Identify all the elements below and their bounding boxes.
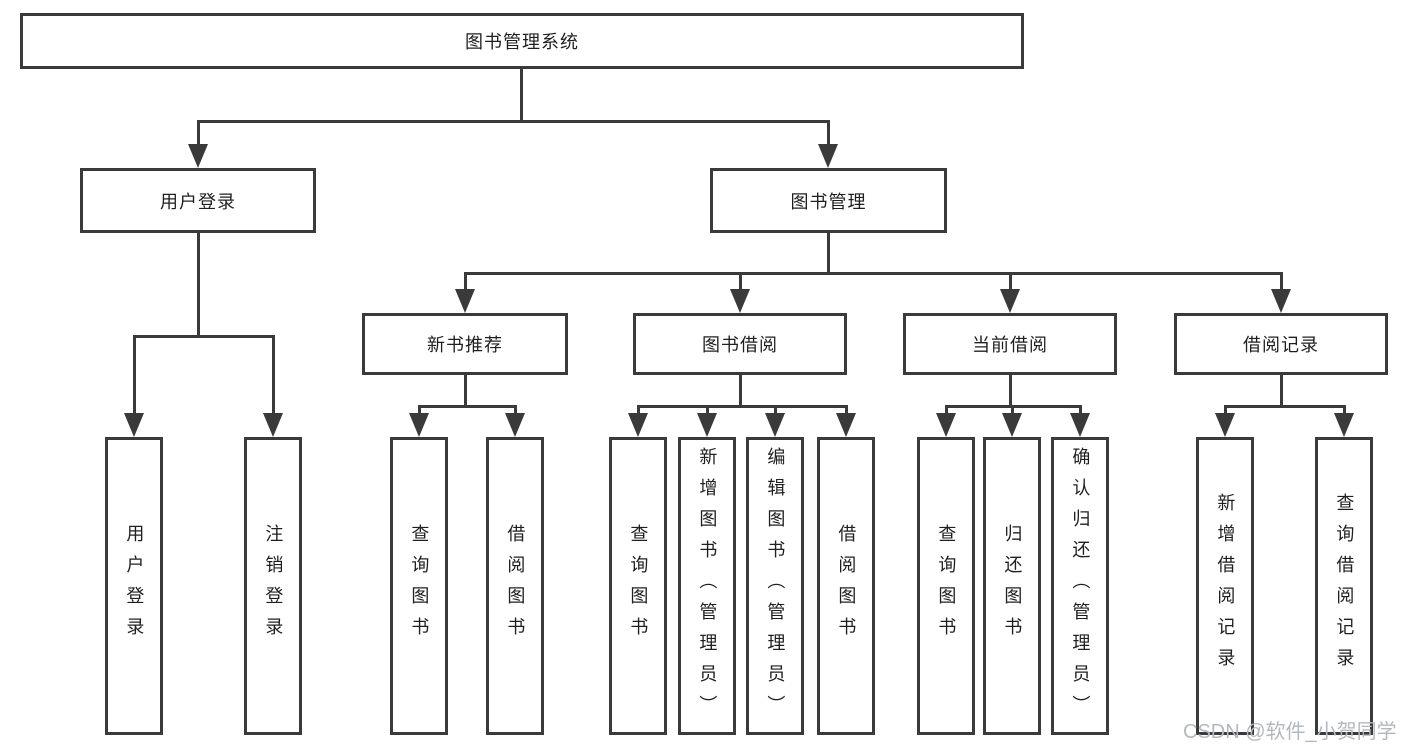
arrow-down-icon bbox=[818, 144, 838, 168]
node-book-borrow: 图书借阅 bbox=[633, 313, 847, 375]
leaf-query-books-borrow: 查询图书 bbox=[609, 437, 667, 735]
arrow-down-icon bbox=[263, 413, 283, 437]
connector-hline bbox=[133, 335, 275, 338]
leaf-label: 查询图书 bbox=[936, 524, 957, 648]
leaf-label: 注销登录 bbox=[263, 524, 284, 648]
connector-vline bbox=[1280, 375, 1283, 408]
connector-hline bbox=[464, 272, 1282, 275]
leaf-label: 新增借阅记录 bbox=[1215, 493, 1236, 679]
connector-hline bbox=[1224, 405, 1346, 408]
node-book-management: 图书管理 bbox=[710, 168, 947, 233]
arrow-down-icon bbox=[730, 289, 750, 313]
leaf-label: 借阅图书 bbox=[836, 524, 857, 648]
leaf-query-books-recommend: 查询图书 bbox=[390, 437, 448, 735]
leaf-label: 查询借阅记录 bbox=[1334, 493, 1355, 679]
leaf-label: 查询图书 bbox=[409, 524, 430, 648]
arrow-down-icon bbox=[124, 413, 144, 437]
leaf-return-book: 归还图书 bbox=[983, 437, 1041, 735]
node-borrow-records: 借阅记录 bbox=[1174, 313, 1388, 375]
connector-vline bbox=[774, 405, 777, 415]
connector-vline bbox=[133, 335, 136, 415]
node-current-borrow: 当前借阅 bbox=[903, 313, 1117, 375]
leaf-add-book-admin: 新增图书（管理员） bbox=[678, 437, 736, 735]
arrow-down-icon bbox=[505, 413, 525, 437]
arrow-down-icon bbox=[765, 413, 785, 437]
leaf-label: 新增图书（管理员） bbox=[697, 446, 718, 726]
arrow-down-icon bbox=[1271, 289, 1291, 313]
leaf-label: 用户登录 bbox=[124, 524, 145, 648]
arrow-down-icon bbox=[836, 413, 856, 437]
leaf-label: 查询图书 bbox=[628, 524, 649, 648]
connector-vline bbox=[845, 405, 848, 415]
connector-vline bbox=[1079, 405, 1082, 415]
leaf-query-books-current: 查询图书 bbox=[917, 437, 975, 735]
connector-vline bbox=[827, 233, 830, 275]
leaf-borrow-books: 借阅图书 bbox=[817, 437, 875, 735]
arrow-down-icon bbox=[409, 413, 429, 437]
connector-hline bbox=[637, 405, 848, 408]
leaf-confirm-return-admin: 确认归还（管理员） bbox=[1051, 437, 1109, 735]
arrow-down-icon bbox=[455, 289, 475, 313]
arrow-down-icon bbox=[1070, 413, 1090, 437]
connector-vline bbox=[418, 405, 421, 415]
node-user-login: 用户登录 bbox=[80, 168, 316, 233]
connector-hline bbox=[197, 120, 830, 123]
leaf-query-borrow-record: 查询借阅记录 bbox=[1315, 437, 1373, 735]
connector-vline bbox=[272, 335, 275, 415]
leaf-label: 确认归还（管理员） bbox=[1070, 446, 1091, 726]
connector-vline bbox=[945, 405, 948, 415]
node-new-book-recommend: 新书推荐 bbox=[362, 313, 568, 375]
arrow-down-icon bbox=[1002, 413, 1022, 437]
connector-vline bbox=[1011, 405, 1014, 415]
connector-vline bbox=[464, 375, 467, 408]
connector-vline bbox=[1280, 272, 1283, 291]
leaf-add-borrow-record: 新增借阅记录 bbox=[1196, 437, 1254, 735]
leaf-logout: 注销登录 bbox=[244, 437, 302, 735]
leaf-edit-book-admin: 编辑图书（管理员） bbox=[746, 437, 804, 735]
leaf-user-login: 用户登录 bbox=[105, 437, 163, 735]
connector-vline bbox=[827, 120, 830, 146]
connector-vline bbox=[197, 120, 200, 146]
node-root-library-system: 图书管理系统 bbox=[20, 13, 1024, 69]
connector-vline bbox=[1224, 405, 1227, 415]
connector-vline bbox=[1343, 405, 1346, 415]
connector-vline bbox=[739, 375, 742, 408]
arrow-down-icon bbox=[697, 413, 717, 437]
arrow-down-icon bbox=[1334, 413, 1354, 437]
arrow-down-icon bbox=[628, 413, 648, 437]
leaf-borrow-books-recommend: 借阅图书 bbox=[486, 437, 544, 735]
arrow-down-icon bbox=[188, 144, 208, 168]
connector-vline bbox=[464, 272, 467, 291]
leaf-label: 编辑图书（管理员） bbox=[765, 446, 786, 726]
connector-hline bbox=[418, 405, 517, 408]
leaf-label: 归还图书 bbox=[1002, 524, 1023, 648]
connector-vline bbox=[1009, 375, 1012, 408]
arrow-down-icon bbox=[1215, 413, 1235, 437]
connector-vline bbox=[1009, 272, 1012, 291]
arrow-down-icon bbox=[936, 413, 956, 437]
csdn-watermark: CSDN @软件_小贺同学 bbox=[1183, 721, 1397, 743]
connector-vline bbox=[706, 405, 709, 415]
arrow-down-icon bbox=[1000, 289, 1020, 313]
connector-vline bbox=[520, 69, 523, 123]
leaf-label: 借阅图书 bbox=[505, 524, 526, 648]
connector-vline bbox=[637, 405, 640, 415]
connector-vline bbox=[197, 233, 200, 338]
connector-vline bbox=[514, 405, 517, 415]
connector-vline bbox=[739, 272, 742, 291]
